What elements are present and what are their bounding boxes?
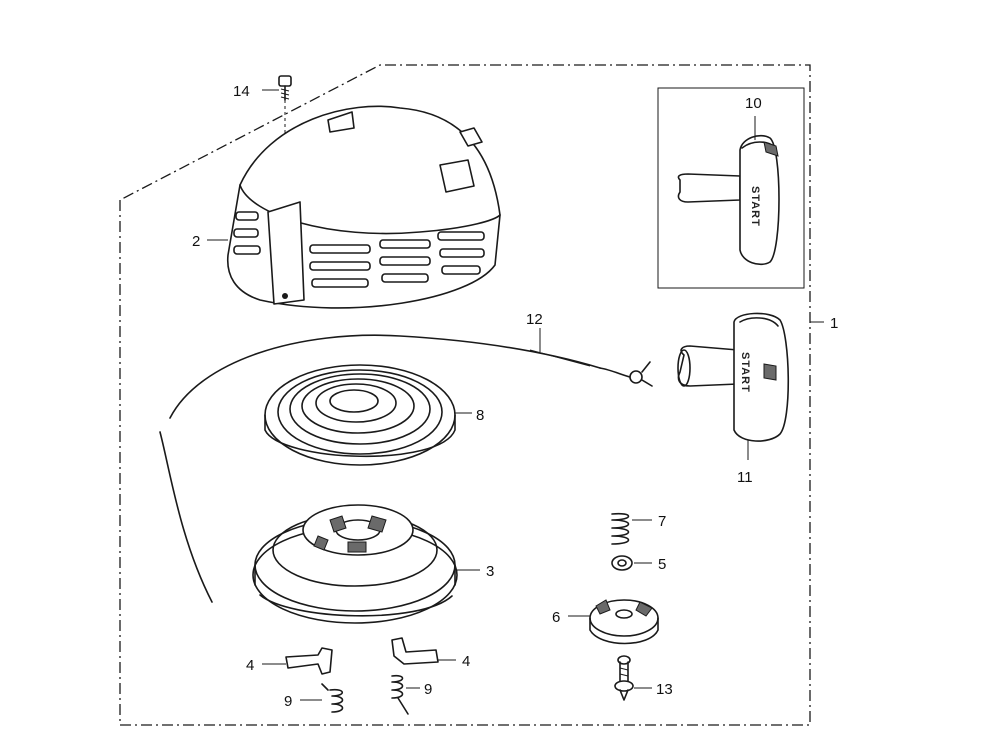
callout-2: 2	[192, 233, 200, 250]
callout-3: 3	[486, 563, 494, 580]
part-2-starter-case	[226, 105, 501, 309]
part-11-starter-handle: START	[677, 312, 790, 442]
callout-8: 8	[476, 407, 484, 424]
callout-9-left: 9	[284, 693, 292, 710]
leader-lines	[207, 89, 824, 701]
part-4-pawl-left	[285, 647, 333, 675]
handle-10-start-imprint: START	[749, 186, 761, 227]
part-4-pawl-right	[391, 637, 439, 665]
callout-12: 12	[526, 311, 543, 328]
callout-1: 1	[830, 315, 838, 332]
callout-13: 13	[656, 681, 673, 698]
callout-5: 5	[658, 556, 666, 573]
part-7-friction-spring	[611, 512, 630, 545]
callout-4-left: 4	[246, 657, 254, 674]
part-9-spring-left	[321, 683, 344, 713]
handle-inset-box	[657, 87, 805, 289]
part-10-starter-handle: START	[677, 134, 780, 266]
part-14-bolt	[278, 75, 292, 300]
callout-9-right: 9	[424, 681, 432, 698]
callout-6: 6	[552, 609, 560, 626]
callout-7: 7	[658, 513, 666, 530]
callout-labels: 14 2 1 10 12 8 11 7 5 6 3 4 4 9 9 13	[192, 83, 838, 710]
part-3-reel	[252, 504, 458, 624]
callout-11: 11	[737, 469, 753, 486]
part-12-rope	[159, 334, 653, 603]
part-6-ratchet-guide	[589, 599, 659, 645]
callout-4-right: 4	[462, 653, 470, 670]
part-9-spring-right	[391, 674, 409, 715]
part-8-recoil-spring	[264, 364, 456, 466]
callout-14: 14	[233, 83, 250, 100]
callout-10: 10	[745, 95, 762, 112]
part-13-bolt	[614, 655, 634, 701]
handle-11-start-imprint: START	[739, 352, 751, 393]
assembly-boundary	[119, 64, 811, 726]
part-5-washer	[611, 555, 633, 571]
